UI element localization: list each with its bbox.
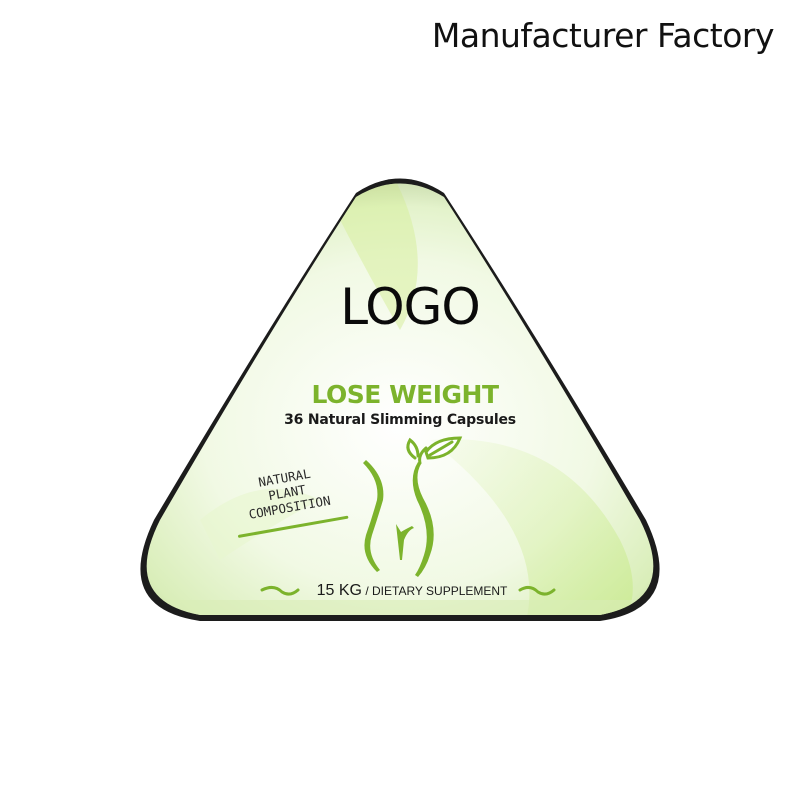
product-subheadline: 36 Natural Slimming Capsules bbox=[284, 412, 516, 428]
leaf-icon bbox=[406, 436, 463, 465]
swoosh-icon-left bbox=[260, 585, 300, 596]
product-headline: LOSE WEIGHT bbox=[311, 380, 499, 409]
page-title: Manufacturer Factory bbox=[431, 16, 775, 55]
supplement-footer: 15 KG / DIETARY SUPPLEMENT bbox=[262, 580, 562, 600]
swoosh-icon-right bbox=[518, 585, 556, 596]
brand-logo: LOGO bbox=[340, 278, 481, 336]
supplement-label: DIETARY SUPPLEMENT bbox=[372, 584, 508, 598]
body-silhouette-icon bbox=[363, 460, 434, 577]
footer-separator: / bbox=[361, 584, 372, 598]
weight-label: 15 KG bbox=[316, 582, 362, 599]
